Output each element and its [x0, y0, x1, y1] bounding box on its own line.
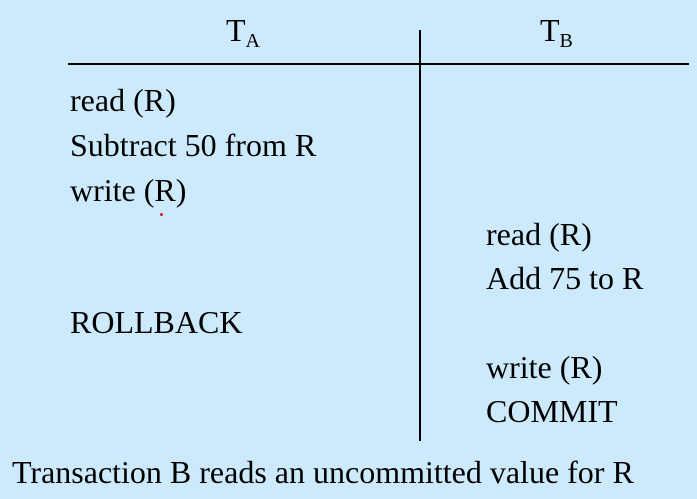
step-a-write: write (R) [70, 172, 187, 208]
header-transaction-a: TA [226, 10, 260, 52]
step-b-write: write (R) [486, 349, 603, 385]
annotation-dot [160, 213, 163, 216]
header-transaction-b: TB [540, 10, 573, 52]
step-a-subtract: Subtract 50 from R [70, 127, 317, 163]
slide-caption: Transaction B reads an uncommitted value… [12, 454, 634, 490]
step-b-read: read (R) [486, 216, 592, 252]
header-b-base: T [540, 12, 560, 48]
step-a-rollback: ROLLBACK [70, 304, 243, 340]
header-a-subscript: A [245, 30, 260, 52]
column-divider-line [419, 30, 421, 441]
step-b-commit: COMMIT [486, 393, 618, 429]
header-divider-line [68, 63, 689, 65]
step-b-add: Add 75 to R [486, 260, 644, 296]
header-a-base: T [226, 12, 246, 48]
header-b-subscript: B [559, 30, 573, 52]
step-a-read: read (R) [70, 82, 176, 118]
